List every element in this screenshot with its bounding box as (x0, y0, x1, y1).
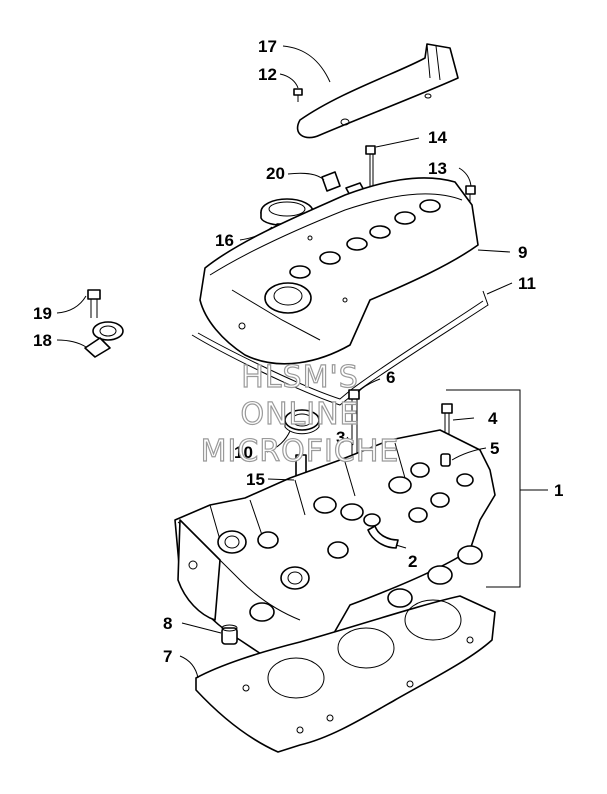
callout-12: 12 (258, 65, 277, 84)
callout-10: 10 (234, 443, 253, 462)
watermark: HLSM'S ONLINE MICROFICHE (200, 359, 400, 469)
callout-16: 16 (215, 231, 234, 250)
bracket-1 (446, 389, 521, 588)
part-12-bolt (293, 88, 303, 102)
watermark-line-1: HLSM'S (241, 360, 359, 395)
callout-14: 14 (428, 128, 447, 147)
callout-20: 20 (266, 164, 285, 183)
callout-15: 15 (246, 470, 265, 489)
callout-labels: 17 12 14 13 20 16 9 11 19 18 6 4 3 10 5 … (33, 37, 563, 666)
part-19-bolt (87, 289, 101, 318)
watermark-line-3: MICROFICHE (201, 434, 400, 469)
callout-7: 7 (163, 647, 172, 666)
part-1-cylinder-head (174, 429, 496, 665)
part-8-dowel (221, 624, 238, 645)
callout-6: 6 (386, 368, 395, 387)
part-17-duct (296, 43, 459, 139)
callout-4: 4 (488, 409, 498, 428)
callout-8: 8 (163, 614, 172, 633)
callout-1: 1 (554, 481, 563, 500)
callout-17: 17 (258, 37, 277, 56)
part-7-head-gasket (195, 595, 496, 753)
part-5-fitting (440, 453, 451, 467)
callout-5: 5 (490, 439, 499, 458)
leader-lines (56, 45, 513, 679)
callout-13: 13 (428, 159, 447, 178)
callout-18: 18 (33, 331, 52, 350)
part-18-clamp (84, 321, 124, 358)
part-9-valve-cover (199, 177, 479, 365)
callout-11: 11 (518, 274, 536, 293)
callout-9: 9 (518, 243, 527, 262)
callout-2: 2 (408, 552, 417, 571)
callout-3: 3 (336, 428, 345, 447)
part-10-seal (284, 409, 320, 435)
watermark-line-2: ONLINE (240, 397, 359, 432)
callout-19: 19 (33, 304, 52, 323)
